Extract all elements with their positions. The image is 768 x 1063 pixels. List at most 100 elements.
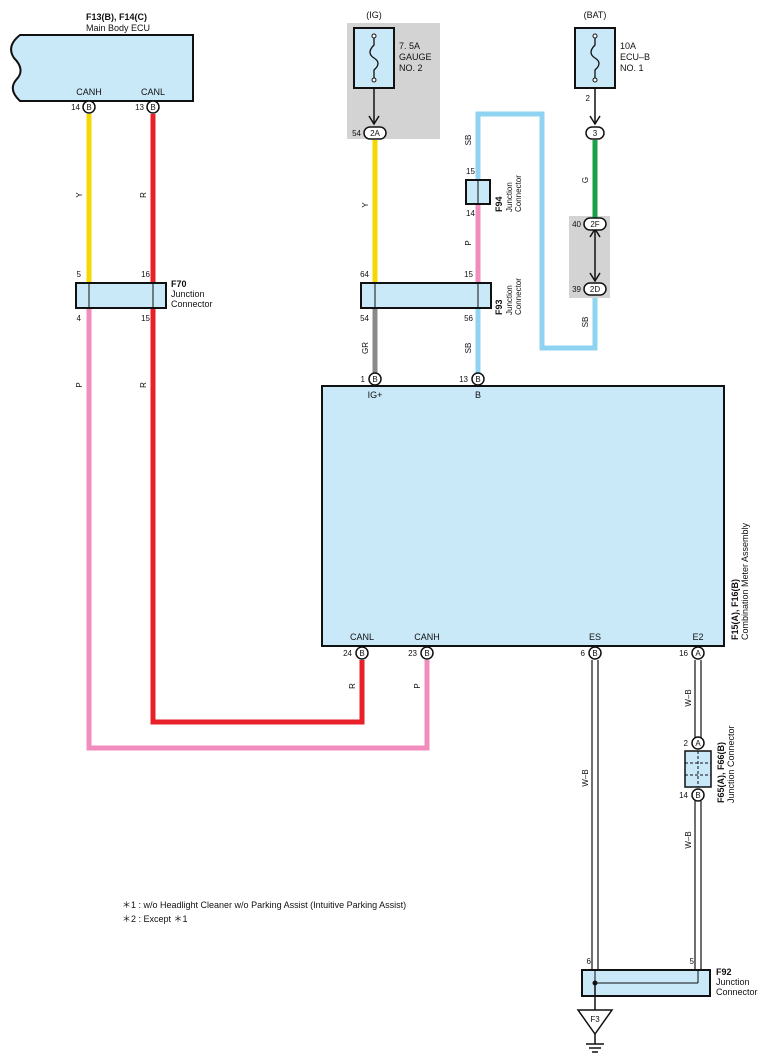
- wire-label-wb-2: W–B: [684, 689, 693, 706]
- meter-pin-igp-letter: B: [372, 375, 377, 384]
- ecu-pin-canh-label: CANH: [76, 87, 102, 97]
- fuse-bat-amp: 10A: [620, 41, 636, 51]
- ecu-pin-canl-num: 13: [135, 103, 144, 112]
- relay-pin-top-code: 2F: [590, 220, 599, 229]
- f93-pin-tr: 15: [464, 270, 473, 279]
- main-body-ecu: F13(B), F14(C) Main Body ECU CANH CANL: [10, 12, 194, 102]
- f92-name-1: Junction: [716, 977, 750, 987]
- ecu-pin-canl-letter: B: [150, 103, 155, 112]
- meter-pin-b-num: 13: [459, 375, 468, 384]
- f70-junction-connector: 5 16 4 15 F70 Junction Connector: [75, 270, 213, 323]
- note-2: ＊2 : Except ＊1: [122, 914, 188, 924]
- f93-pin-tl: 64: [360, 270, 369, 279]
- meter-pin-es: [588, 646, 602, 660]
- wire-label-p-3: P: [413, 683, 422, 688]
- relay-pin-bottom: [583, 282, 607, 296]
- meter-pin-canl-num: 24: [343, 649, 352, 658]
- relay-down-arrow-icon: [589, 272, 601, 283]
- wire-f70-canh-pink: [86, 308, 430, 751]
- f94-name-2: Connector: [514, 175, 523, 212]
- f94-id: F94: [494, 196, 504, 212]
- note-1: ＊1 : w/o Headlight Cleaner w/o Parking A…: [122, 900, 406, 910]
- f93-junction-connector: 64 15 54 56 F93 Junction Connector: [360, 270, 523, 323]
- ecu-pin-canl-label: CANL: [141, 87, 165, 97]
- ecu-pin-canl: [146, 100, 160, 114]
- wire-label-p-2: P: [75, 382, 84, 387]
- ecu-pin-canh-letter: B: [86, 103, 91, 112]
- fuse-ig-source: (IG): [366, 10, 382, 20]
- wire-label-y-2: Y: [361, 202, 370, 208]
- f94-pin-bottom: 14: [466, 209, 475, 218]
- fuse-bat-no: NO. 1: [620, 63, 644, 73]
- wire-label-sb-3: SB: [464, 343, 473, 354]
- f65-title: F65(A), F66(B): [716, 742, 726, 803]
- f92-pin-right: 5: [690, 957, 695, 966]
- f93-id: F93: [494, 299, 504, 315]
- f65-pin-bottom-num: 14: [679, 791, 688, 800]
- meter-pin-canh-label: CANH: [414, 632, 440, 642]
- wire-label-gr: GR: [361, 342, 370, 354]
- ground-label: F3: [590, 1015, 600, 1024]
- fuse-ig-group: (IG) 7. 5A GAUGE NO. 2: [347, 10, 440, 139]
- wire-label-sb-1: SB: [464, 135, 473, 146]
- f92-name-2: Connector: [716, 987, 758, 997]
- f65-junction-connector: A 2 B 14 F65(A), F66(B) Junction Connect…: [679, 725, 736, 803]
- wire-label-wb-3: W–B: [684, 831, 693, 848]
- f94-pin-top: 15: [466, 167, 475, 176]
- fuse-bat-name: ECU–B: [620, 52, 650, 62]
- meter-pin-canh-num: 23: [408, 649, 417, 658]
- fuse-ig-pin-code: 2A: [370, 129, 380, 138]
- combination-meter-box: [321, 385, 725, 647]
- ecu-pin-canh-num: 14: [71, 103, 80, 112]
- fuse-bat-pin-code: 3: [593, 129, 598, 138]
- f92-id: F92: [716, 967, 732, 977]
- f94-name-1: Junction: [505, 182, 514, 212]
- meter-pin-igp-label: IG+: [368, 390, 383, 400]
- f93-name-1: Junction: [505, 285, 514, 315]
- main-body-ecu-box: [10, 34, 194, 102]
- f70-pin-tl: 5: [77, 270, 82, 279]
- f70-pin-tr: 16: [141, 270, 150, 279]
- f93-box: [360, 282, 492, 309]
- wire-labels: Y R Y SB P G SB GR SB P R R P W–B W–B W–…: [75, 135, 693, 849]
- meter-pin-canl-label: CANL: [350, 632, 374, 642]
- f92-junction-connector: 6 5 F92 Junction Connector: [581, 957, 758, 997]
- f70-box: [75, 282, 167, 309]
- main-body-ecu-title: F13(B), F14(C): [86, 12, 147, 22]
- meter-pin-e2-letter: A: [695, 649, 701, 658]
- f92-pin-left: 6: [587, 957, 592, 966]
- wire-label-y-1: Y: [75, 192, 84, 198]
- fuse-bat-pin: [585, 126, 605, 140]
- f65-pin-bottom-letter: B: [695, 791, 700, 800]
- meter-pin-e2-num: 16: [679, 649, 688, 658]
- meter-pin-canl-letter: B: [359, 649, 364, 658]
- relay-pin-bottom-num: 39: [572, 285, 581, 294]
- f70-name-1: Junction: [171, 289, 205, 299]
- meter-pin-canh-letter: B: [424, 649, 429, 658]
- wire-label-wb-1: W–B: [581, 769, 590, 786]
- relay-pin-top: [583, 217, 607, 231]
- f93-name-2: Connector: [514, 278, 523, 315]
- f93-pin-br: 56: [464, 314, 473, 323]
- meter-pin-e2: [691, 646, 705, 660]
- f94-junction-connector: 15 14 F94 Junction Connector: [465, 167, 523, 218]
- fuse-ig-name: GAUGE: [399, 52, 432, 62]
- meter-pin-es-label: ES: [589, 632, 601, 642]
- wire-label-p-1: P: [464, 240, 473, 245]
- wire-bat-skyblue-loop: [475, 111, 598, 351]
- meter-pin-b: [471, 372, 485, 386]
- f65-pin-top-letter: A: [695, 739, 701, 748]
- wire-label-g: G: [581, 177, 590, 183]
- fuse-bat-arrow-icon: [589, 115, 601, 126]
- f70-pin-br: 15: [141, 314, 150, 323]
- wires: [86, 88, 702, 970]
- wire-f70-canl-red: [150, 308, 365, 725]
- meter-pin-canl: [355, 646, 369, 660]
- meter-pin-e2-label: E2: [692, 632, 703, 642]
- meter-pin-b-label: B: [475, 390, 481, 400]
- wire-label-sb-2: SB: [581, 317, 590, 328]
- f65-pin-top: [691, 736, 705, 750]
- fuse-ig-amp: 7. 5A: [399, 41, 420, 51]
- meter-pin-es-letter: B: [592, 649, 597, 658]
